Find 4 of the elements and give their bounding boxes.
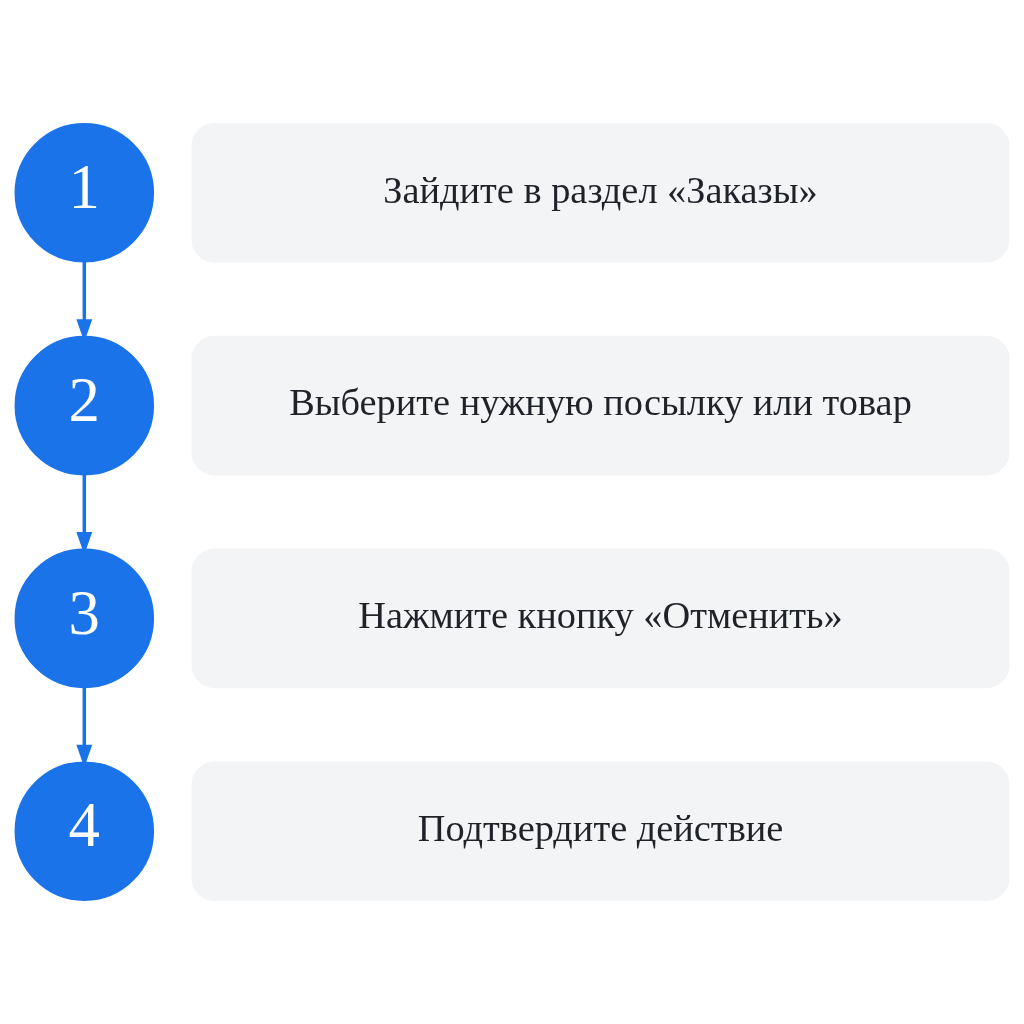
node-circle: 4 [14, 761, 155, 901]
node-circle: 1 [14, 123, 155, 263]
node-circle: 3 [14, 548, 155, 689]
node-circle: 2 [14, 335, 155, 476]
